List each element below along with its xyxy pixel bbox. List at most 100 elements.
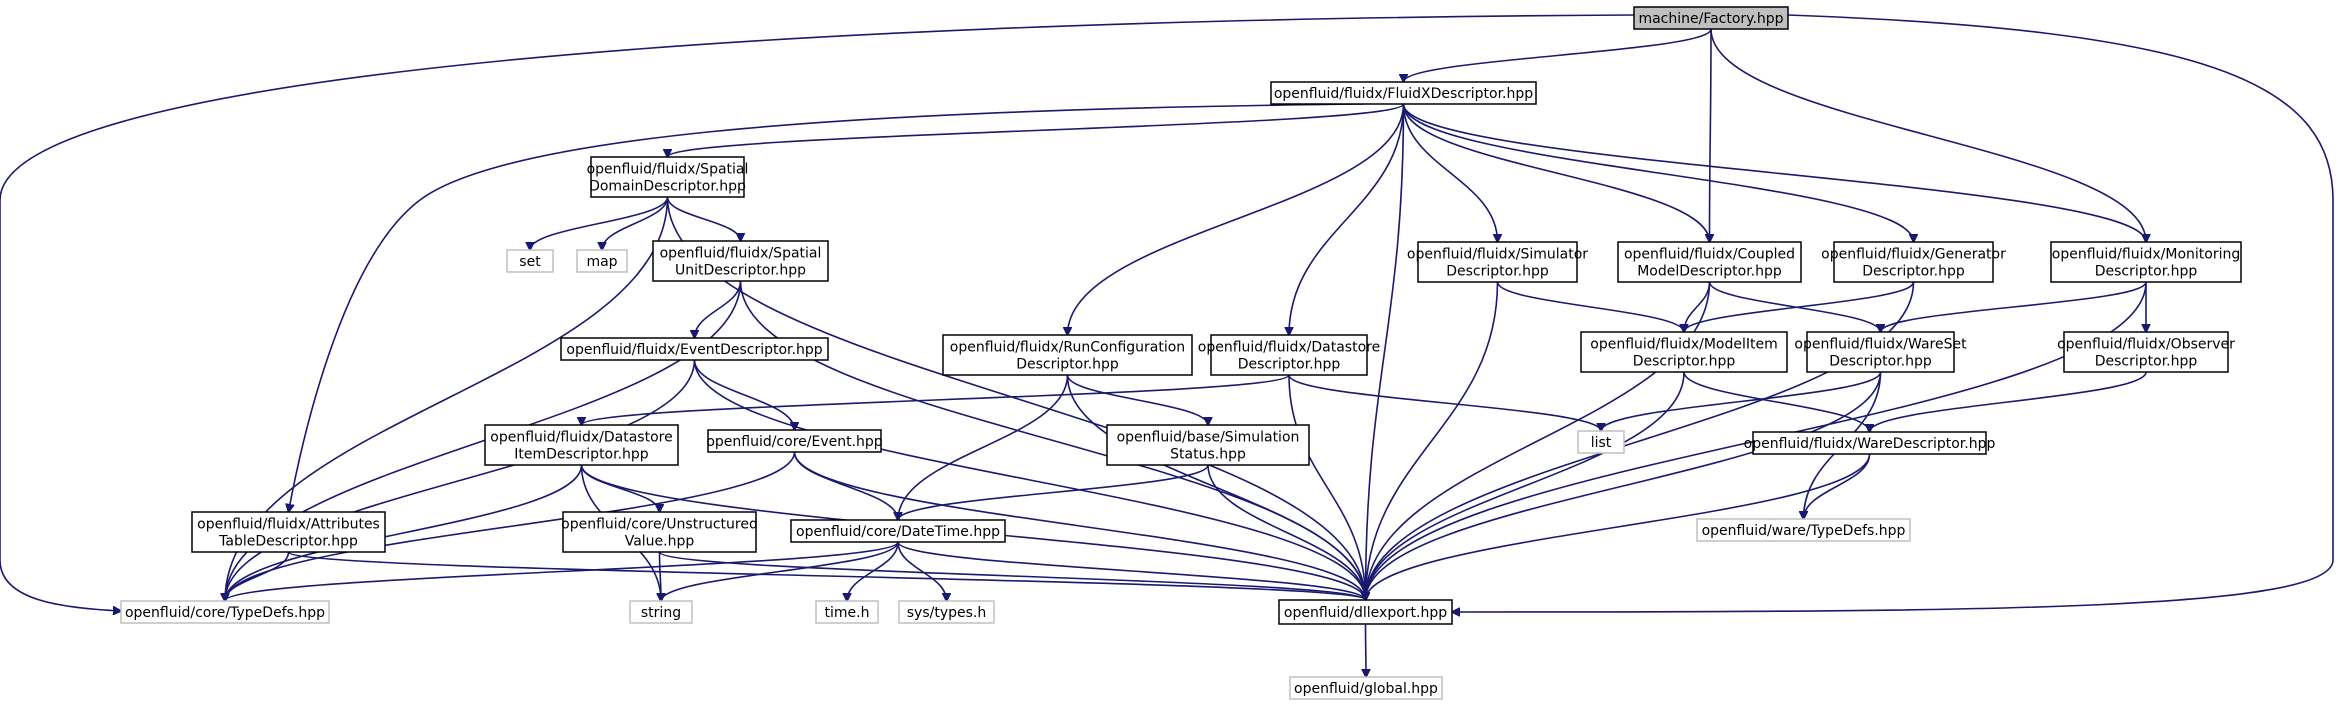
- edge-simstatus-to-dllexport: [1207, 464, 1366, 600]
- node-openfluid-dllexport-hpp[interactable]: openfluid/dllexport.hpp: [1278, 599, 1453, 625]
- edge-fluidx-to-simulator: [1402, 103, 1498, 242]
- node-openfluid-fluidx-datastore-itemdescriptor-hpp[interactable]: openfluid/fluidx/DatastoreItemDescriptor…: [484, 424, 679, 466]
- node-label: openfluid/fluidx/FluidXDescriptor.hpp: [1274, 86, 1533, 102]
- node-machine-factory-hpp[interactable]: machine/Factory.hpp: [1633, 6, 1789, 30]
- node-map: map: [576, 249, 628, 273]
- node-openfluid-fluidx-spatial-unitdescriptor-hpp[interactable]: openfluid/fluidx/SpatialUnitDescriptor.h…: [652, 240, 829, 282]
- node-label: ModelDescriptor.hpp: [1637, 264, 1782, 280]
- edge-factory-to-dllexport: [1452, 14, 2334, 612]
- edge-datetime-to-string: [661, 541, 899, 601]
- node-label: Value.hpp: [625, 534, 695, 550]
- edge-event-to-dllexport: [793, 451, 1366, 600]
- node-label: openfluid/fluidx/Observer: [2057, 337, 2235, 353]
- edge-simulator-to-dllexport: [1366, 281, 1499, 600]
- node-set: set: [506, 249, 554, 273]
- node-label: list: [1591, 435, 1612, 451]
- edge-unstructured-to-dllexport: [658, 551, 1366, 600]
- node-label: Descriptor.hpp: [1829, 354, 1932, 370]
- edge-datastore-to-list: [1288, 374, 1601, 431]
- node-openfluid-ware-typedefs-hpp: openfluid/ware/TypeDefs.hpp: [1696, 518, 1911, 542]
- node-label: openfluid/fluidx/Generator: [1821, 247, 2006, 263]
- edge-eventdesc-to-coretypedefs: [225, 359, 696, 601]
- edge-observer-to-waredesc: [1870, 371, 2147, 432]
- node-label: openfluid/ware/TypeDefs.hpp: [1702, 523, 1906, 539]
- edge-event-to-coretypedefs: [225, 451, 796, 601]
- edge-datastoreitem-to-coretypedefs: [225, 464, 583, 601]
- edge-waredesc-to-dllexport: [1366, 453, 1871, 600]
- node-box: [898, 600, 995, 624]
- node-openfluid-core-event-hpp[interactable]: openfluid/core/Event.hpp: [706, 429, 883, 453]
- node-box: [560, 337, 829, 361]
- edge-fluidx-to-datastore: [1289, 103, 1405, 335]
- node-label: openfluid/fluidx/Spatial: [587, 162, 749, 178]
- edge-wareset-to-list: [1601, 371, 1882, 431]
- node-box: [1417, 241, 1578, 283]
- node-box: [576, 249, 628, 273]
- node-label: openfluid/core/Event.hpp: [706, 434, 882, 450]
- node-openfluid-fluidx-monitoring-descriptor-hpp[interactable]: openfluid/fluidx/MonitoringDescriptor.hp…: [2050, 241, 2242, 283]
- edge-generator-to-modelitem: [1684, 281, 1915, 332]
- node-label: openfluid/fluidx/Datastore: [490, 430, 672, 446]
- node-label: openfluid/global.hpp: [1294, 681, 1438, 697]
- node-openfluid-fluidx-spatial-domaindescriptor-hpp[interactable]: openfluid/fluidx/SpatialDomainDescriptor…: [587, 156, 749, 198]
- node-openfluid-fluidx-fluidxdescriptor-hpp[interactable]: openfluid/fluidx/FluidXDescriptor.hpp: [1270, 81, 1537, 105]
- node-openfluid-fluidx-attributes-tabledescriptor-hpp[interactable]: openfluid/fluidx/AttributesTableDescript…: [191, 511, 386, 553]
- node-label: Descriptor.hpp: [2095, 264, 2198, 280]
- edge-unstructured-to-string: [660, 551, 662, 601]
- node-openfluid-global-hpp: openfluid/global.hpp: [1289, 676, 1443, 700]
- edge-factory-to-coretypedefs: [0, 14, 1635, 611]
- edge-datetime-to-timeh: [847, 541, 899, 601]
- node-openfluid-fluidx-eventdescriptor-hpp[interactable]: openfluid/fluidx/EventDescriptor.hpp: [560, 337, 829, 361]
- node-label: string: [641, 605, 681, 621]
- node-box: [562, 511, 757, 553]
- node-openfluid-core-datetime-hpp[interactable]: openfluid/core/DateTime.hpp: [790, 519, 1006, 543]
- node-openfluid-fluidx-runconfiguration-descriptor-hpp[interactable]: openfluid/fluidx/RunConfigurationDescrip…: [942, 334, 1193, 376]
- node-label: Descriptor.hpp: [1633, 354, 1736, 370]
- node-label: openfluid/fluidx/EventDescriptor.hpp: [566, 342, 822, 358]
- node-label: openfluid/fluidx/WareDescriptor.hpp: [1744, 436, 1996, 452]
- edge-event-to-datetime: [793, 451, 899, 520]
- node-box: [1577, 430, 1625, 454]
- node-box: [1106, 424, 1310, 466]
- edge-datastore-to-dllexport: [1288, 374, 1366, 600]
- edge-monitoring-to-wareset: [1881, 281, 2147, 332]
- node-box: [707, 429, 882, 453]
- node-box: [506, 249, 554, 273]
- edge-fluidx-to-generator: [1402, 103, 1914, 242]
- edge-runconfig-to-simstatus: [1066, 374, 1209, 425]
- node-label: openfluid/fluidx/ModelItem: [1590, 337, 1778, 353]
- node-label: Descriptor.hpp: [2095, 354, 2198, 370]
- node-box: [1617, 241, 1802, 283]
- node-label: set: [519, 254, 541, 270]
- edge-spatialdomain-to-spatialunit: [666, 196, 741, 241]
- node-box: [191, 511, 386, 553]
- node-label: openfluid/fluidx/Datastore: [1198, 340, 1380, 356]
- edge-simulator-to-modelitem: [1496, 281, 1685, 332]
- node-list: list: [1577, 430, 1625, 454]
- edge-fluidx-to-runconfig: [1068, 103, 1405, 335]
- node-label: ItemDescriptor.hpp: [514, 447, 649, 463]
- node-sys-types-h: sys/types.h: [898, 600, 995, 624]
- edge-attributes-to-dllexport: [287, 551, 1366, 600]
- node-label: map: [586, 254, 617, 270]
- edge-modelitem-to-waredesc: [1683, 371, 1870, 432]
- node-string: string: [629, 600, 693, 624]
- edge-fluidx-to-attributes: [289, 103, 1364, 512]
- node-label: openfluid/core/Unstructured: [561, 517, 758, 533]
- node-openfluid-fluidx-coupled-modeldescriptor-hpp[interactable]: openfluid/fluidx/CoupledModelDescriptor.…: [1617, 241, 1802, 283]
- edge-wareset-to-dllexport: [1366, 371, 1882, 600]
- edge-simstatus-to-datetime: [898, 464, 1209, 520]
- node-label: Descriptor.hpp: [1862, 264, 1965, 280]
- node-time-h: time.h: [815, 600, 879, 624]
- node-box: [629, 600, 693, 624]
- node-openfluid-fluidx-waredescriptor-hpp[interactable]: openfluid/fluidx/WareDescriptor.hpp: [1744, 431, 1996, 455]
- node-box: [1270, 81, 1537, 105]
